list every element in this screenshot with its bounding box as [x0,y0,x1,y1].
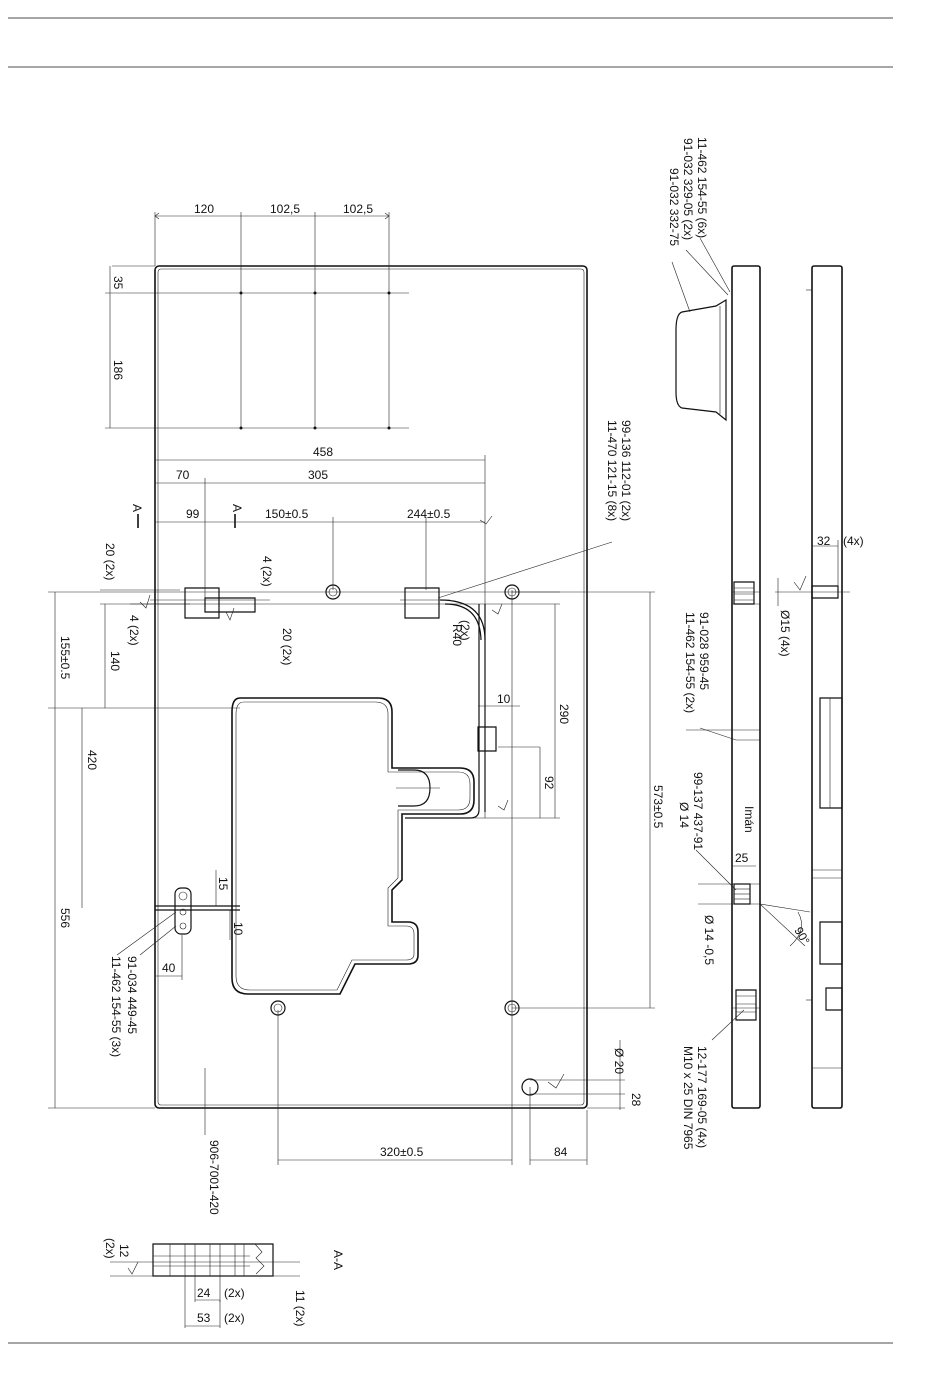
dim-70: 70 [176,468,190,482]
dim-102-5-a: 102,5 [270,202,300,216]
part-label-906-7001-420: 906-7001-420 [207,1140,221,1215]
dim-99: 99 [186,507,200,521]
dim-dia20: Ø 20 [612,1048,626,1074]
plate-outline [155,266,587,1108]
dim-186: 186 [111,360,125,380]
dim-102-5-b: 102,5 [343,202,373,216]
right-side-view: 32 (4x) Ø15 (4x) [775,266,864,1108]
section-outline [153,1244,273,1276]
dim-305: 305 [308,468,328,482]
dim-dia14: Ø 14 -0,5 [702,915,716,965]
dim-angle: 90° [791,925,812,948]
dim-140: 140 [108,651,122,671]
dim-4-2x: 4 (2x) [127,615,141,646]
section-dim-53: 53 [197,1311,211,1325]
part-label-11-462-154-55-6x: 11-462 154-55 (6x) [695,137,709,238]
section-dim-12x: (2x) [103,1238,117,1259]
section-dim-53x: (2x) [224,1311,245,1325]
dim-10b: 10 [231,922,245,936]
part-label-99-136-112-01: 99-136 112-01 (2x) [619,420,633,521]
dim-10: 10 [497,692,511,706]
dim-320: 320±0.5 [380,1145,424,1159]
dim-28: 28 [629,1093,643,1107]
dim-20-2x: 20 (2x) [103,543,117,580]
cavity-outline [232,698,474,994]
dim-92: 92 [542,776,556,790]
dim-420: 420 [85,750,99,770]
part-label-dia-14: Ø 14 [677,802,691,828]
dim-458: 458 [313,445,333,459]
dim-120: 120 [194,202,214,216]
dim-40: 40 [162,961,176,975]
dim-20-2x-b: 20 (2x) [280,628,294,665]
dim-155: 155±0.5 [58,636,72,680]
dim-15: 15 [216,877,230,891]
main-plate-view: 120 102,5 102,5 35 186 458 70 305 A A 99… [48,202,665,1215]
dim-25: 25 [735,851,749,865]
part-label-11-462-154-55-3x: 11-462 154-55 (3x) [109,956,123,1057]
section-dim-12: 12 [117,1244,131,1258]
dim-84: 84 [554,1145,568,1159]
label-iman: Imán [742,806,756,833]
section-dim-11: 11 (2x) [293,1290,307,1326]
part-label-11-470-121-15: 11-470 121-15 (8x) [605,420,619,521]
part-label-11-462-154-55-2x: 11-462 154-55 (2x) [683,612,697,713]
dim-290: 290 [557,704,571,724]
part-label-99-137-437-91: 99-137 437-91 [691,772,705,850]
dim-4-2x-top: 4 (2x) [260,556,274,587]
right-view-outline [812,266,842,1108]
side-view-outline [732,266,760,1108]
side-view: 11-462 154-55 (6x) 91-032 329-05 (2x) 91… [667,137,813,1150]
section-marker-a-right: A [230,504,244,512]
dim-244: 244±0.5 [407,507,451,521]
section-title: A-A [331,1250,345,1270]
part-label-91-028-959-45: 91-028 959-45 [697,612,711,690]
part-label-m10-din-7965: M10 x 25 DIN 7965 [681,1046,695,1150]
section-dim-24: 24 [197,1286,211,1300]
section-a-a: A-A 12 (2x) 24 (2x) 53 (2x) 11 (2x) [103,1238,345,1328]
part-label-91-032-329-05: 91-032 329-05 (2x) [681,138,695,240]
dim-r40: R40 [450,624,464,646]
dim-150: 150±0.5 [265,507,309,521]
section-dim-24x: (2x) [224,1286,245,1300]
dim-573: 573±0.5 [651,785,665,829]
part-label-91-034-449-45: 91-034 449-45 [125,956,139,1034]
dim-4x: (4x) [843,534,864,548]
dim-32: 32 [817,534,831,548]
dim-556: 556 [58,908,72,928]
part-label-91-032-332-75: 91-032 332-75 [667,168,681,246]
dim-r20: (2x) [458,620,472,641]
section-marker-a-left: A [130,504,144,512]
dim-35: 35 [111,276,125,290]
dim-dia15: Ø15 (4x) [778,610,792,657]
part-label-12-177-169-05: 12-177 169-05 (4x) [695,1046,709,1148]
